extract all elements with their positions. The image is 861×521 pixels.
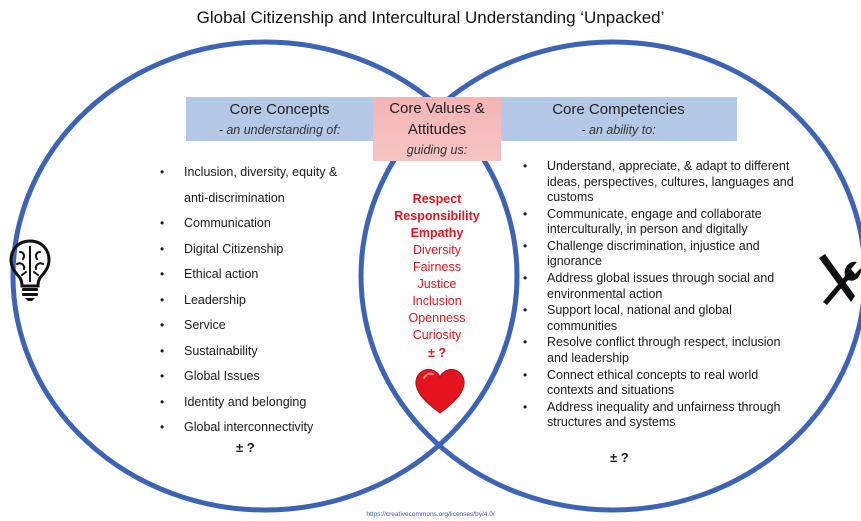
value-item: Openness: [408, 311, 466, 325]
core-values-header: Core Values & Attitudes guiding us:: [373, 97, 501, 161]
core-competencies-more: ± ?: [610, 450, 629, 465]
list-item: Identity and belonging: [157, 390, 367, 416]
list-item: Ethical action: [157, 262, 367, 288]
core-values-title-line2: Attitudes: [407, 121, 467, 138]
value-item: Respect: [412, 192, 462, 206]
core-values-title-line1: Core Values &: [389, 100, 485, 117]
value-item: Fairness: [413, 260, 461, 274]
list-item: Challenge discrimination, injustice and …: [520, 239, 800, 270]
list-item: Global interconnectivity: [157, 415, 367, 441]
list-item: Address inequality and unfairness throug…: [520, 400, 800, 431]
value-item: Empathy: [410, 226, 464, 240]
left-circle: [10, 39, 520, 513]
diagram-title: Global Citizenship and Intercultural Und…: [196, 8, 665, 27]
value-item: Curiosity: [412, 328, 462, 342]
brain-lightbulb-icon: [9, 239, 51, 301]
heart-icon: [415, 369, 465, 414]
core-concepts-list: Inclusion, diversity, equity & anti-disc…: [157, 160, 367, 441]
core-concepts-more: ± ?: [236, 440, 255, 455]
core-competencies-header: Core Competencies - an ability to:: [500, 97, 737, 141]
list-item: Resolve conflict through respect, inclus…: [520, 335, 800, 366]
core-competencies-title: Core Competencies: [552, 101, 685, 118]
core-values-more: ± ?: [428, 346, 446, 360]
list-item: Communicate, engage and collaborate inte…: [520, 207, 800, 238]
list-item: Connect ethical concepts to real world c…: [520, 368, 800, 399]
list-item: Understand, appreciate, & adapt to diffe…: [520, 159, 800, 206]
list-item: Global Issues: [157, 364, 367, 390]
core-concepts-title: Core Concepts: [229, 101, 330, 118]
list-item: Service: [157, 313, 367, 339]
list-item: Communication: [157, 211, 367, 237]
list-item: Support local, national and global commu…: [520, 303, 800, 334]
core-competencies-list: Understand, appreciate, & adapt to diffe…: [520, 159, 800, 432]
value-item: Justice: [417, 277, 457, 291]
license-link[interactable]: https://creativecommons.org/licenses/by/…: [366, 511, 495, 518]
value-item: Inclusion: [412, 294, 462, 308]
core-concepts-header: Core Concepts - an understanding of:: [186, 97, 373, 141]
core-values-list: Respect Responsibility Empathy Diversity…: [386, 191, 488, 362]
value-item: Diversity: [413, 243, 461, 257]
list-item: Sustainability: [157, 339, 367, 365]
core-competencies-subtitle: - an ability to:: [581, 123, 656, 137]
core-concepts-subtitle: - an understanding of:: [218, 123, 341, 137]
list-item: Digital Citizenship: [157, 237, 367, 263]
list-item: Leadership: [157, 288, 367, 314]
value-item: Responsibility: [394, 209, 480, 223]
list-item: Inclusion, diversity, equity &: [157, 160, 367, 186]
list-item: anti-discrimination: [184, 190, 285, 205]
tools-icon: [819, 254, 861, 305]
core-values-subtitle: guiding us:: [406, 143, 468, 157]
list-item: Address global issues through social and…: [520, 271, 800, 302]
